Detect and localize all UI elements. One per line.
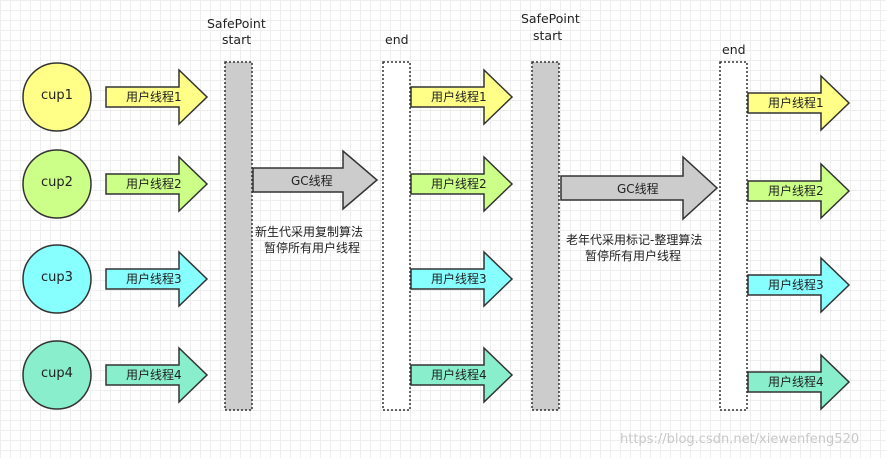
thread-label-3-a: 用户线程3 xyxy=(126,272,182,286)
cpu-circle-1 xyxy=(22,62,92,132)
watermark: https://blog.csdn.net/xiewenfeng520 xyxy=(620,432,860,447)
thread-label-2-b: 用户线程2 xyxy=(431,177,487,191)
end-caption-2: end xyxy=(722,42,746,57)
cpu-label-3: cup3 xyxy=(41,270,73,285)
thread-label-3-b: 用户线程3 xyxy=(431,272,487,286)
cpu-circle-2 xyxy=(22,149,92,219)
gc-label-2: GC线程 xyxy=(617,182,659,196)
gc-note-2-line1: 老年代采用标记-整理算法 xyxy=(566,233,703,247)
thread-label-2-a: 用户线程2 xyxy=(126,177,182,191)
thread-arrow-4-b xyxy=(410,346,514,404)
safepoint-start-caption-2-line1: SafePoint xyxy=(521,11,580,26)
end-caption-1: end xyxy=(385,32,409,47)
thread-arrow-1-c xyxy=(747,74,851,132)
thread-arrow-3-a xyxy=(105,250,209,308)
safepoint-start-caption-2-line2: start xyxy=(533,28,563,43)
gc-label-1: GC线程 xyxy=(291,174,333,188)
gc-arrow-2 xyxy=(560,155,719,221)
thread-arrow-4-c xyxy=(747,353,851,411)
thread-arrow-3-c xyxy=(747,256,851,314)
thread-label-1-b: 用户线程1 xyxy=(431,90,487,104)
thread-arrow-4-a xyxy=(105,346,209,404)
thread-label-4-b: 用户线程4 xyxy=(431,368,487,382)
thread-arrow-1-a xyxy=(105,68,209,126)
cpu-label-4: cup4 xyxy=(41,366,73,381)
gc-note-1-line1: 新生代采用复制算法 xyxy=(255,225,364,239)
safepoint-start-caption-1-line1: SafePoint xyxy=(207,16,266,31)
cpu-circle-4 xyxy=(22,340,92,410)
safepoint-start-caption-1-line2: start xyxy=(222,32,252,47)
thread-arrow-2-a xyxy=(105,155,209,213)
safepoint-bar-2 xyxy=(531,61,560,411)
thread-label-2-c: 用户线程2 xyxy=(768,184,824,198)
end-bar-1 xyxy=(382,61,411,411)
thread-label-1-c: 用户线程1 xyxy=(768,96,824,110)
gc-note-1-line2: 暂停所有用户线程 xyxy=(264,241,361,255)
thread-label-4-a: 用户线程4 xyxy=(126,368,182,382)
thread-label-4-c: 用户线程4 xyxy=(768,375,824,389)
thread-arrow-3-b xyxy=(410,250,514,308)
cpu-label-2: cup2 xyxy=(41,175,73,190)
thread-arrow-2-c xyxy=(747,162,851,220)
end-bar-2 xyxy=(719,61,748,411)
cpu-label-1: cup1 xyxy=(41,88,73,103)
thread-arrow-2-b xyxy=(410,155,514,213)
gc-note-2-line2: 暂停所有用户线程 xyxy=(585,249,682,263)
cpu-circle-3 xyxy=(22,244,92,314)
thread-arrow-1-b xyxy=(410,68,514,126)
thread-label-1-a: 用户线程1 xyxy=(126,90,182,104)
gc-arrow-1 xyxy=(252,149,379,211)
thread-label-3-c: 用户线程3 xyxy=(768,278,824,292)
safepoint-bar-1 xyxy=(224,61,253,411)
